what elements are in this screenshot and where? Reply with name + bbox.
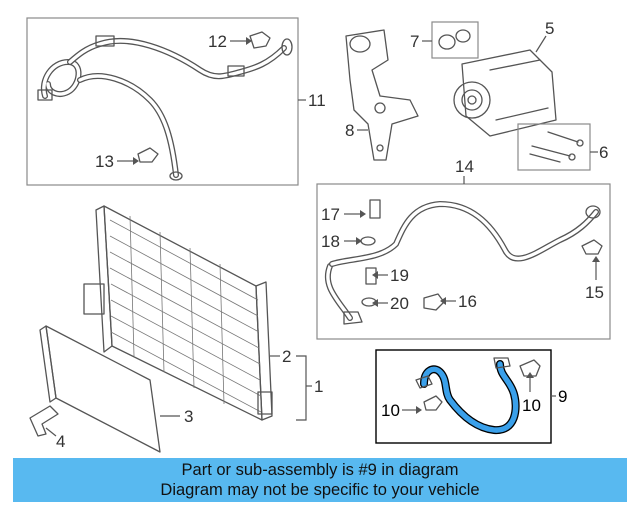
clip-10 <box>519 359 541 377</box>
hose-assembly-11: 11 12 13 <box>26 17 326 186</box>
info-banner: Part or sub-assembly is #9 in diagram Di… <box>13 458 627 502</box>
banner-line-2: Diagram may not be specific to your vehi… <box>160 481 480 499</box>
callout-2: 2 <box>282 347 291 366</box>
condenser-bracket <box>257 391 273 415</box>
hose-fitting <box>227 65 245 77</box>
hose-fitting <box>493 357 511 369</box>
callout-4: 4 <box>56 432 65 451</box>
switch-17 <box>369 199 381 219</box>
bolts-6: 6 <box>517 123 608 171</box>
group-box-7 <box>431 21 479 59</box>
clip-13 <box>137 147 159 163</box>
callout-5: 5 <box>545 19 554 38</box>
hose-fitting <box>415 375 433 389</box>
hose-assembly-14: 14 15 16 17 18 19 20 <box>316 157 611 340</box>
callout-15: 15 <box>585 283 604 302</box>
caps-7: 7 <box>410 21 479 59</box>
o-ring-18 <box>360 236 376 246</box>
seal-panel-3: 3 <box>39 325 193 453</box>
compressor-5: 5 <box>453 19 557 137</box>
callout-10-right: 10 <box>522 396 541 415</box>
callout-3: 3 <box>184 407 193 426</box>
callout-12: 12 <box>208 32 227 51</box>
hose-fitting <box>95 35 115 47</box>
callout-19: 19 <box>390 266 409 285</box>
callout-8: 8 <box>345 121 354 140</box>
clip-10 <box>423 395 443 411</box>
clip-16 <box>423 293 445 311</box>
callout-20: 20 <box>390 294 409 313</box>
group-box-6 <box>517 123 591 171</box>
callout-14: 14 <box>455 157 474 176</box>
callout-6: 6 <box>599 143 608 162</box>
clip-15 <box>581 239 603 255</box>
hose-port <box>281 38 293 56</box>
callout-10-left: 10 <box>381 401 400 420</box>
hose-assembly-9[interactable]: 10 10 9 <box>375 349 567 444</box>
callout-18: 18 <box>321 232 340 251</box>
condenser-bracket <box>83 283 105 315</box>
callout-9: 9 <box>558 387 567 406</box>
hose-port <box>169 171 183 181</box>
callout-16: 16 <box>458 292 477 311</box>
callout-1: 1 <box>314 377 323 396</box>
bracket-4: 4 <box>29 405 65 451</box>
clip-12 <box>249 31 271 49</box>
bracket-8: 8 <box>345 29 419 161</box>
banner-line-1: Part or sub-assembly is #9 in diagram <box>181 461 459 479</box>
callout-13: 13 <box>95 152 114 171</box>
callout-7: 7 <box>410 32 419 51</box>
condenser-1: 2 1 <box>83 205 323 421</box>
callout-17: 17 <box>321 205 340 224</box>
hose-fitting <box>37 89 53 101</box>
group-box-11 <box>26 17 299 186</box>
callout-11: 11 <box>308 91 326 110</box>
